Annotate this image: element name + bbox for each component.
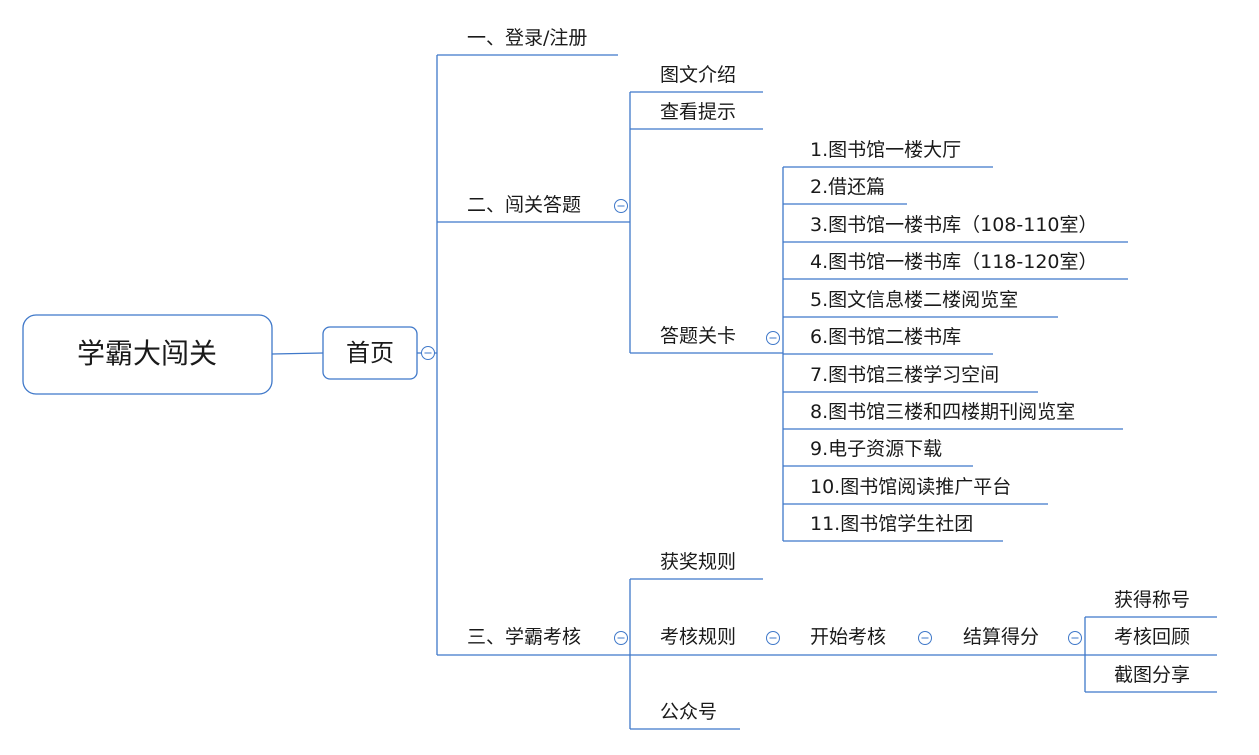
level-item[interactable]: 3.图书馆一楼书库（108-110室）	[810, 214, 1098, 236]
level-item[interactable]: 2.借还篇	[810, 176, 885, 198]
root-node-box	[22, 314, 273, 395]
level-item[interactable]: 5.图文信息楼二楼阅览室	[810, 289, 1018, 311]
quiz-levels-label[interactable]: 答题关卡	[660, 325, 736, 347]
exam-official-label[interactable]: 公众号	[660, 701, 717, 723]
section-login-label[interactable]: 一、登录/注册	[467, 27, 587, 49]
level-item[interactable]: 11.图书馆学生社团	[810, 513, 973, 535]
home-collapse-icon[interactable]	[421, 346, 435, 360]
levels-collapse-icon[interactable]	[766, 331, 780, 345]
level-item[interactable]: 10.图书馆阅读推广平台	[810, 476, 1011, 498]
exam-start-label[interactable]: 开始考核	[810, 626, 886, 648]
root-node-label: 学霸大闯关	[77, 337, 217, 370]
level-item[interactable]: 4.图书馆一楼书库（118-120室）	[810, 251, 1098, 273]
result-item[interactable]: 考核回顾	[1114, 626, 1190, 648]
root-home-connector	[271, 352, 324, 355]
exam-collapse-icon[interactable]	[614, 631, 628, 645]
level-item[interactable]: 1.图书馆一楼大厅	[810, 139, 961, 161]
start-collapse-icon[interactable]	[918, 631, 932, 645]
level-item[interactable]: 8.图书馆三楼和四楼期刊阅览室	[810, 401, 1075, 423]
level-item[interactable]: 7.图书馆三楼学习空间	[810, 364, 999, 386]
quiz-collapse-icon[interactable]	[614, 199, 628, 213]
level-item[interactable]: 6.图书馆二楼书库	[810, 326, 961, 348]
section-exam-label[interactable]: 三、学霸考核	[467, 626, 581, 648]
exam-awards-label[interactable]: 获奖规则	[660, 551, 736, 573]
section-quiz-label[interactable]: 二、闯关答题	[467, 194, 581, 216]
home-node-label: 首页	[346, 339, 394, 367]
rules-collapse-icon[interactable]	[766, 631, 780, 645]
home-node[interactable]: 首页	[322, 326, 418, 380]
exam-score-label[interactable]: 结算得分	[963, 626, 1039, 648]
result-item[interactable]: 截图分享	[1114, 664, 1190, 686]
quiz-hint-label[interactable]: 查看提示	[660, 101, 736, 123]
quiz-intro-label[interactable]: 图文介绍	[660, 64, 736, 86]
score-collapse-icon[interactable]	[1068, 631, 1082, 645]
level-item[interactable]: 9.电子资源下载	[810, 438, 942, 460]
exam-rules-label[interactable]: 考核规则	[660, 626, 736, 648]
result-item[interactable]: 获得称号	[1114, 589, 1190, 611]
level-list: 1.图书馆一楼大厅 2.借还篇 3.图书馆一楼书库（108-110室） 4.图书…	[783, 139, 1128, 542]
root-node[interactable]: 学霸大闯关	[22, 314, 273, 395]
